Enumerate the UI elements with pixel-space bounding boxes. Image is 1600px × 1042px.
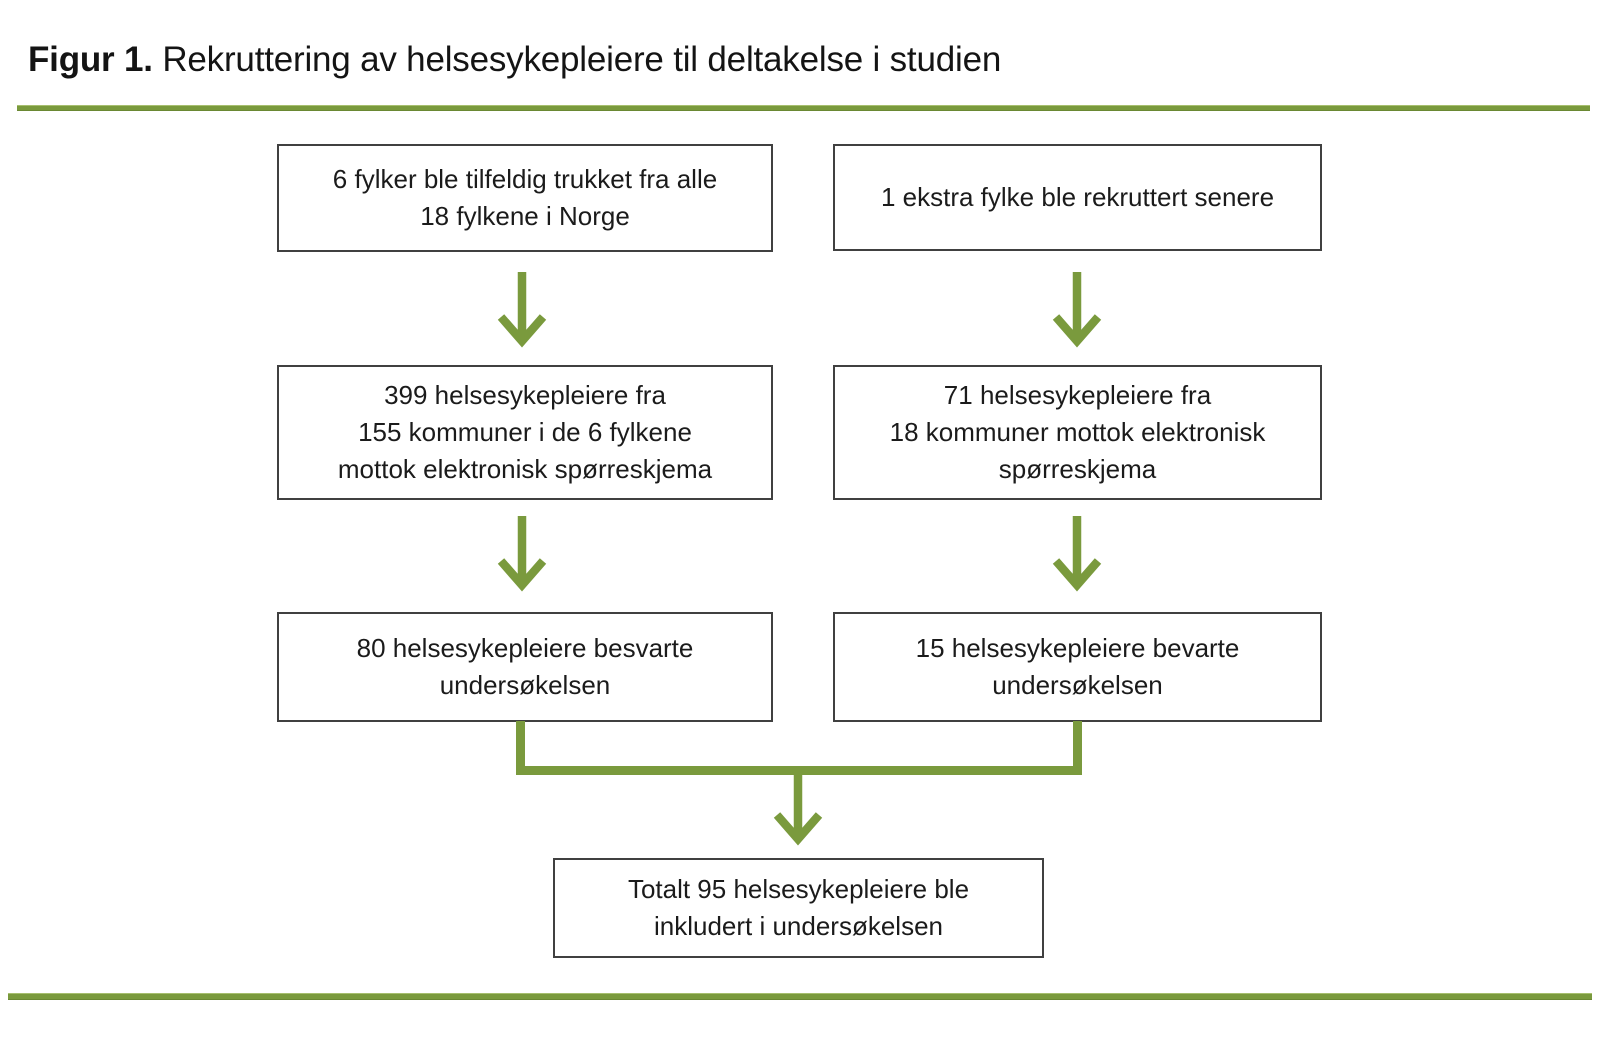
- box-text-line: inkludert i undersøkelsen: [653, 911, 944, 941]
- box-text-line: 1 ekstra fylke ble rekruttert senere: [880, 182, 1275, 212]
- down-arrow-icon: [497, 272, 547, 348]
- flow-box-399-mottok: 399 helsesykepleiere fra 155 kommuner i …: [277, 365, 773, 500]
- box-text-line: 155 kommuner i de 6 fylkene: [358, 417, 692, 447]
- box-text-line: 6 fylker ble tilfeldig trukket fra alle: [332, 164, 718, 194]
- flow-box-ekstra-fylke: 1 ekstra fylke ble rekruttert senere: [833, 144, 1322, 251]
- flow-box-fylker-trukket: 6 fylker ble tilfeldig trukket fra alle …: [277, 144, 773, 252]
- down-arrow-icon: [1052, 272, 1102, 348]
- box-text-line: 18 kommuner mottok elektronisk: [889, 417, 1266, 447]
- figure-title-text: Rekruttering av helsesykepleiere til del…: [162, 40, 1002, 79]
- connector-horizontal-bar: [516, 766, 1082, 775]
- box-text-line: undersøkelsen: [439, 670, 611, 700]
- box-text-line: Totalt 95 helsesykepleiere ble: [627, 874, 970, 904]
- figure-title: Figur 1. Rekruttering av helsesykepleier…: [28, 40, 1001, 80]
- down-arrow-icon: [497, 516, 547, 592]
- box-text-line: undersøkelsen: [992, 670, 1163, 700]
- down-arrow-icon: [1052, 516, 1102, 592]
- divider-rule-top: [17, 105, 1590, 111]
- box-text-line: 71 helsesykepleiere fra: [943, 380, 1212, 410]
- box-text-line: mottok elektronisk spørreskjema: [337, 454, 713, 484]
- box-text-line: 18 fylkene i Norge: [420, 201, 630, 231]
- connector-left-stem: [516, 721, 525, 775]
- box-text-line: 15 helsesykepleiere bevarte: [915, 633, 1240, 663]
- connector-down-arrow-icon: [773, 772, 823, 846]
- flow-box-total-inkludert: Totalt 95 helsesykepleiere ble inkludert…: [553, 858, 1044, 958]
- box-text-line: 80 helsesykepleiere besvarte: [356, 633, 694, 663]
- divider-rule-bottom: [8, 993, 1592, 1000]
- box-text-line: 399 helsesykepleiere fra: [384, 380, 666, 410]
- connector-right-stem: [1073, 721, 1082, 775]
- flow-box-15-bevarte: 15 helsesykepleiere bevarte undersøkelse…: [833, 612, 1322, 722]
- box-text-line: spørreskjema: [998, 454, 1157, 484]
- figure-number-label: Figur 1.: [28, 40, 153, 79]
- flow-box-80-besvarte: 80 helsesykepleiere besvarte undersøkels…: [277, 612, 773, 722]
- flow-box-71-mottok: 71 helsesykepleiere fra 18 kommuner mott…: [833, 365, 1322, 500]
